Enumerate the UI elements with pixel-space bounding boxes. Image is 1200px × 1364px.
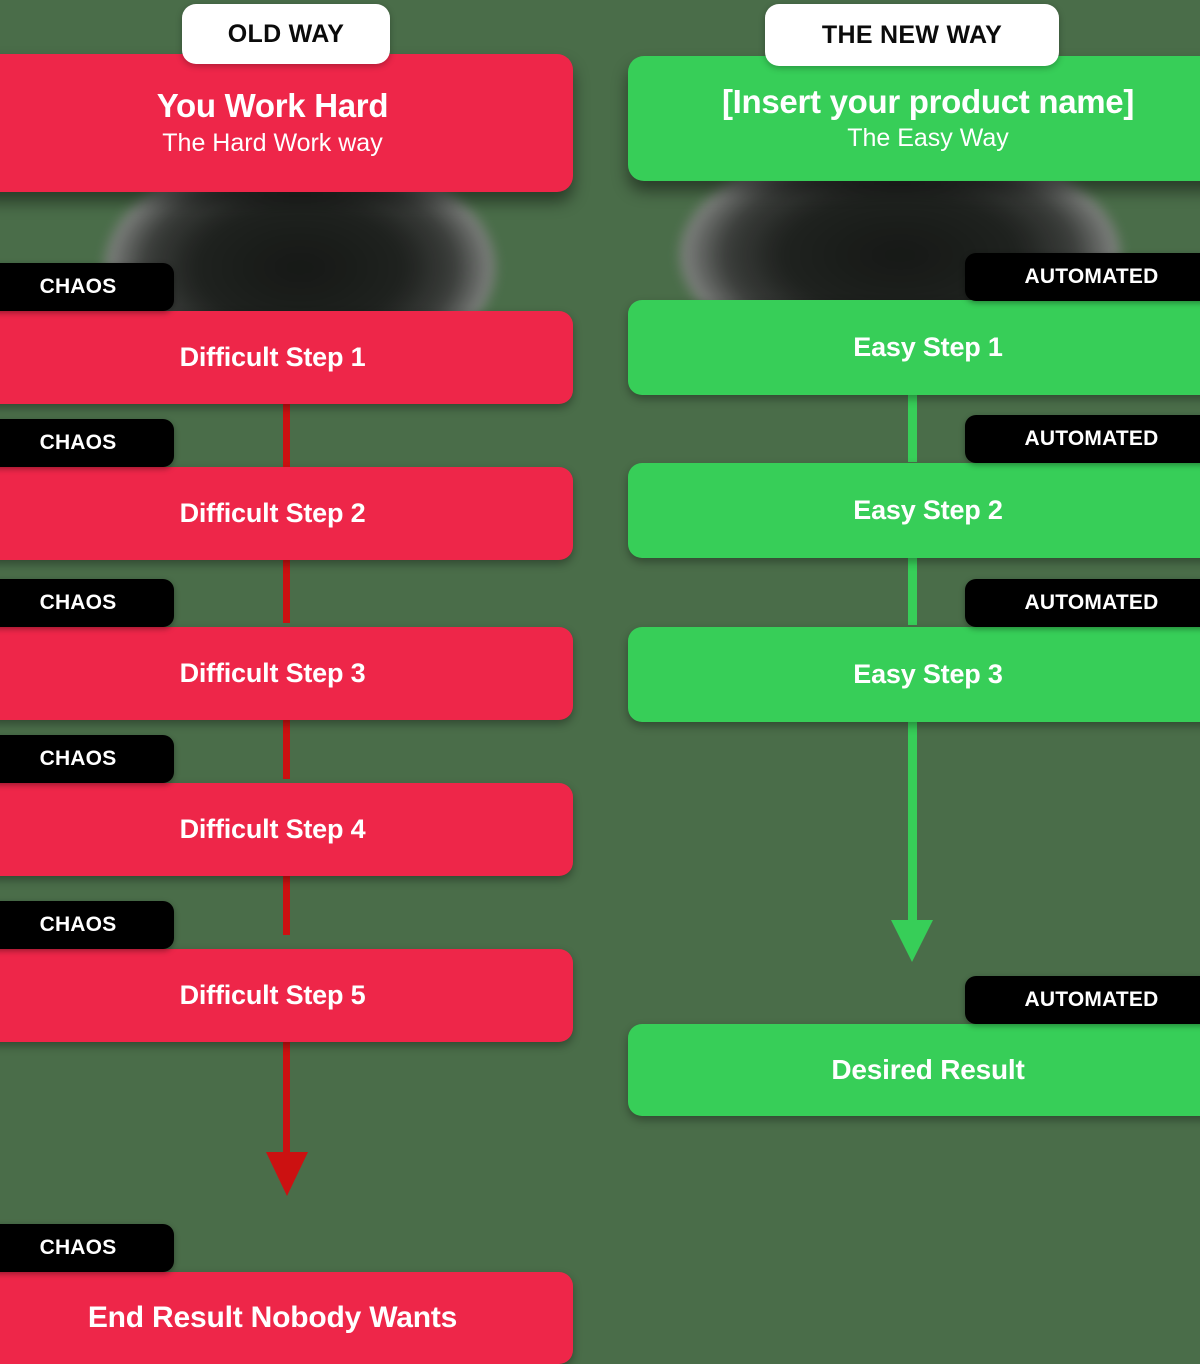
badge-chaos-2: CHAOS [0,419,174,467]
old-way-column: OLD WAY You Work Hard The Hard Work way … [0,4,573,1364]
step-card-easy-3[interactable]: Easy Step 3 [628,627,1200,722]
badge-chaos-3: CHAOS [0,579,174,627]
connector-line-green-2 [908,548,917,625]
old-way-header-subtitle: The Hard Work way [162,128,383,157]
badge-automated-2: AUTOMATED [965,415,1200,463]
result-card-desired-result[interactable]: Desired Result [628,1024,1200,1116]
badge-chaos-1: CHAOS [0,263,174,311]
connector-arrow-green-icon [891,920,933,962]
old-way-pill-label: OLD WAY [182,4,390,64]
step-card-difficult-3[interactable]: Difficult Step 3 [0,627,573,720]
badge-automated-3: AUTOMATED [965,579,1200,627]
badge-chaos-5: CHAOS [0,901,174,949]
result-card-end-result[interactable]: End Result Nobody Wants [0,1272,573,1364]
new-way-header-card: [Insert your product name] The Easy Way [628,56,1200,181]
new-way-pill-label: THE NEW WAY [765,4,1059,66]
connector-line-green-1 [908,385,917,462]
step-card-difficult-1[interactable]: Difficult Step 1 [0,311,573,404]
step-card-easy-2[interactable]: Easy Step 2 [628,463,1200,558]
connector-arrow-red-icon [266,1152,308,1196]
connector-line-green-3 [908,712,917,924]
connector-line-red-5 [283,1030,290,1160]
old-way-header-card: You Work Hard The Hard Work way [0,54,573,192]
badge-automated-result: AUTOMATED [965,976,1200,1024]
step-card-easy-1[interactable]: Easy Step 1 [628,300,1200,395]
step-card-difficult-2[interactable]: Difficult Step 2 [0,467,573,560]
new-way-header-title: [Insert your product name] [721,82,1135,120]
connector-line-red-3 [283,707,290,779]
old-way-header-title: You Work Hard [156,87,389,125]
step-card-difficult-5[interactable]: Difficult Step 5 [0,949,573,1042]
connector-line-red-1 [283,396,290,468]
new-way-header-subtitle: The Easy Way [847,124,1009,153]
connector-line-red-4 [283,863,290,935]
badge-automated-1: AUTOMATED [965,253,1200,301]
badge-chaos-4: CHAOS [0,735,174,783]
step-card-difficult-4[interactable]: Difficult Step 4 [0,783,573,876]
badge-chaos-result: CHAOS [0,1224,174,1272]
connector-line-red-2 [283,551,290,623]
